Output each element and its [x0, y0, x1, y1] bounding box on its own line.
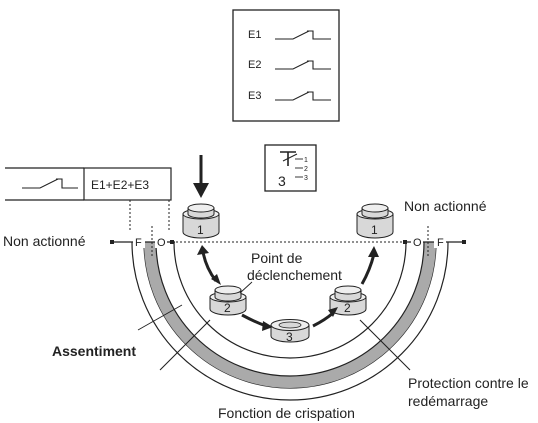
zone-divider-right: [359, 319, 411, 371]
symbol-pin-2: 2: [304, 166, 308, 173]
left-f-mark: F: [135, 237, 142, 249]
right-f-mark: F: [437, 237, 444, 249]
left-o-mark: O: [157, 237, 166, 249]
assentiment-leader: [137, 304, 183, 331]
button-number: 3: [286, 330, 293, 344]
trigger-point-label-line1: Point de: [251, 250, 303, 266]
restart-protection-line1: Protection contre le: [408, 375, 529, 391]
contact-label: E1: [248, 29, 261, 41]
combined-switch-box: E1+E2+E3: [5, 167, 172, 232]
contact-row-e3: E3: [248, 90, 331, 102]
button-stage-2-right: 2: [329, 285, 367, 316]
semicircular-track: [131, 226, 449, 401]
trigger-point-leader: [239, 281, 253, 294]
right-rest-position: Non actionné O F: [403, 198, 487, 249]
symbol-pin-1: 1: [304, 157, 308, 164]
enabling-switch-symbol: 3 1 2 3: [264, 144, 317, 192]
right-rest-label: Non actionné: [404, 198, 487, 214]
button-number: 1: [197, 223, 204, 237]
button-stage-2-left: 2: [209, 285, 247, 316]
zone-divider-left: [159, 319, 211, 371]
button-number: 2: [224, 301, 231, 315]
button-stage-1-left: 1: [182, 203, 220, 239]
transition-arrowheads: [197, 245, 379, 331]
button-stage-3: 3: [270, 319, 310, 344]
contact-row-e2: E2: [248, 59, 331, 71]
button-number: 1: [371, 223, 378, 237]
combined-switch-label: E1+E2+E3: [91, 178, 149, 192]
left-rest-label: Non actionné: [3, 233, 86, 249]
button-number: 2: [344, 301, 351, 315]
crispation-label: Fonction de crispation: [218, 405, 355, 421]
contact-row-e1: E1: [248, 29, 331, 41]
symbol-pin-3: 3: [304, 175, 308, 182]
restart-protection-line2: redémarrage: [408, 393, 488, 409]
contact-label: E2: [248, 59, 261, 71]
symbol-center-label: 3: [278, 173, 286, 189]
trigger-point-label-line2: déclenchement: [247, 267, 342, 283]
contact-label: E3: [248, 90, 261, 102]
right-o-mark: O: [413, 237, 422, 249]
left-rest-position: Non actionné F O: [3, 233, 175, 249]
button-stage-1-right: 1: [356, 203, 394, 239]
contact-legend-box: E1 E2 E3: [232, 9, 340, 122]
push-down-arrow: [193, 155, 209, 198]
assentiment-label: Assentiment: [52, 343, 136, 359]
